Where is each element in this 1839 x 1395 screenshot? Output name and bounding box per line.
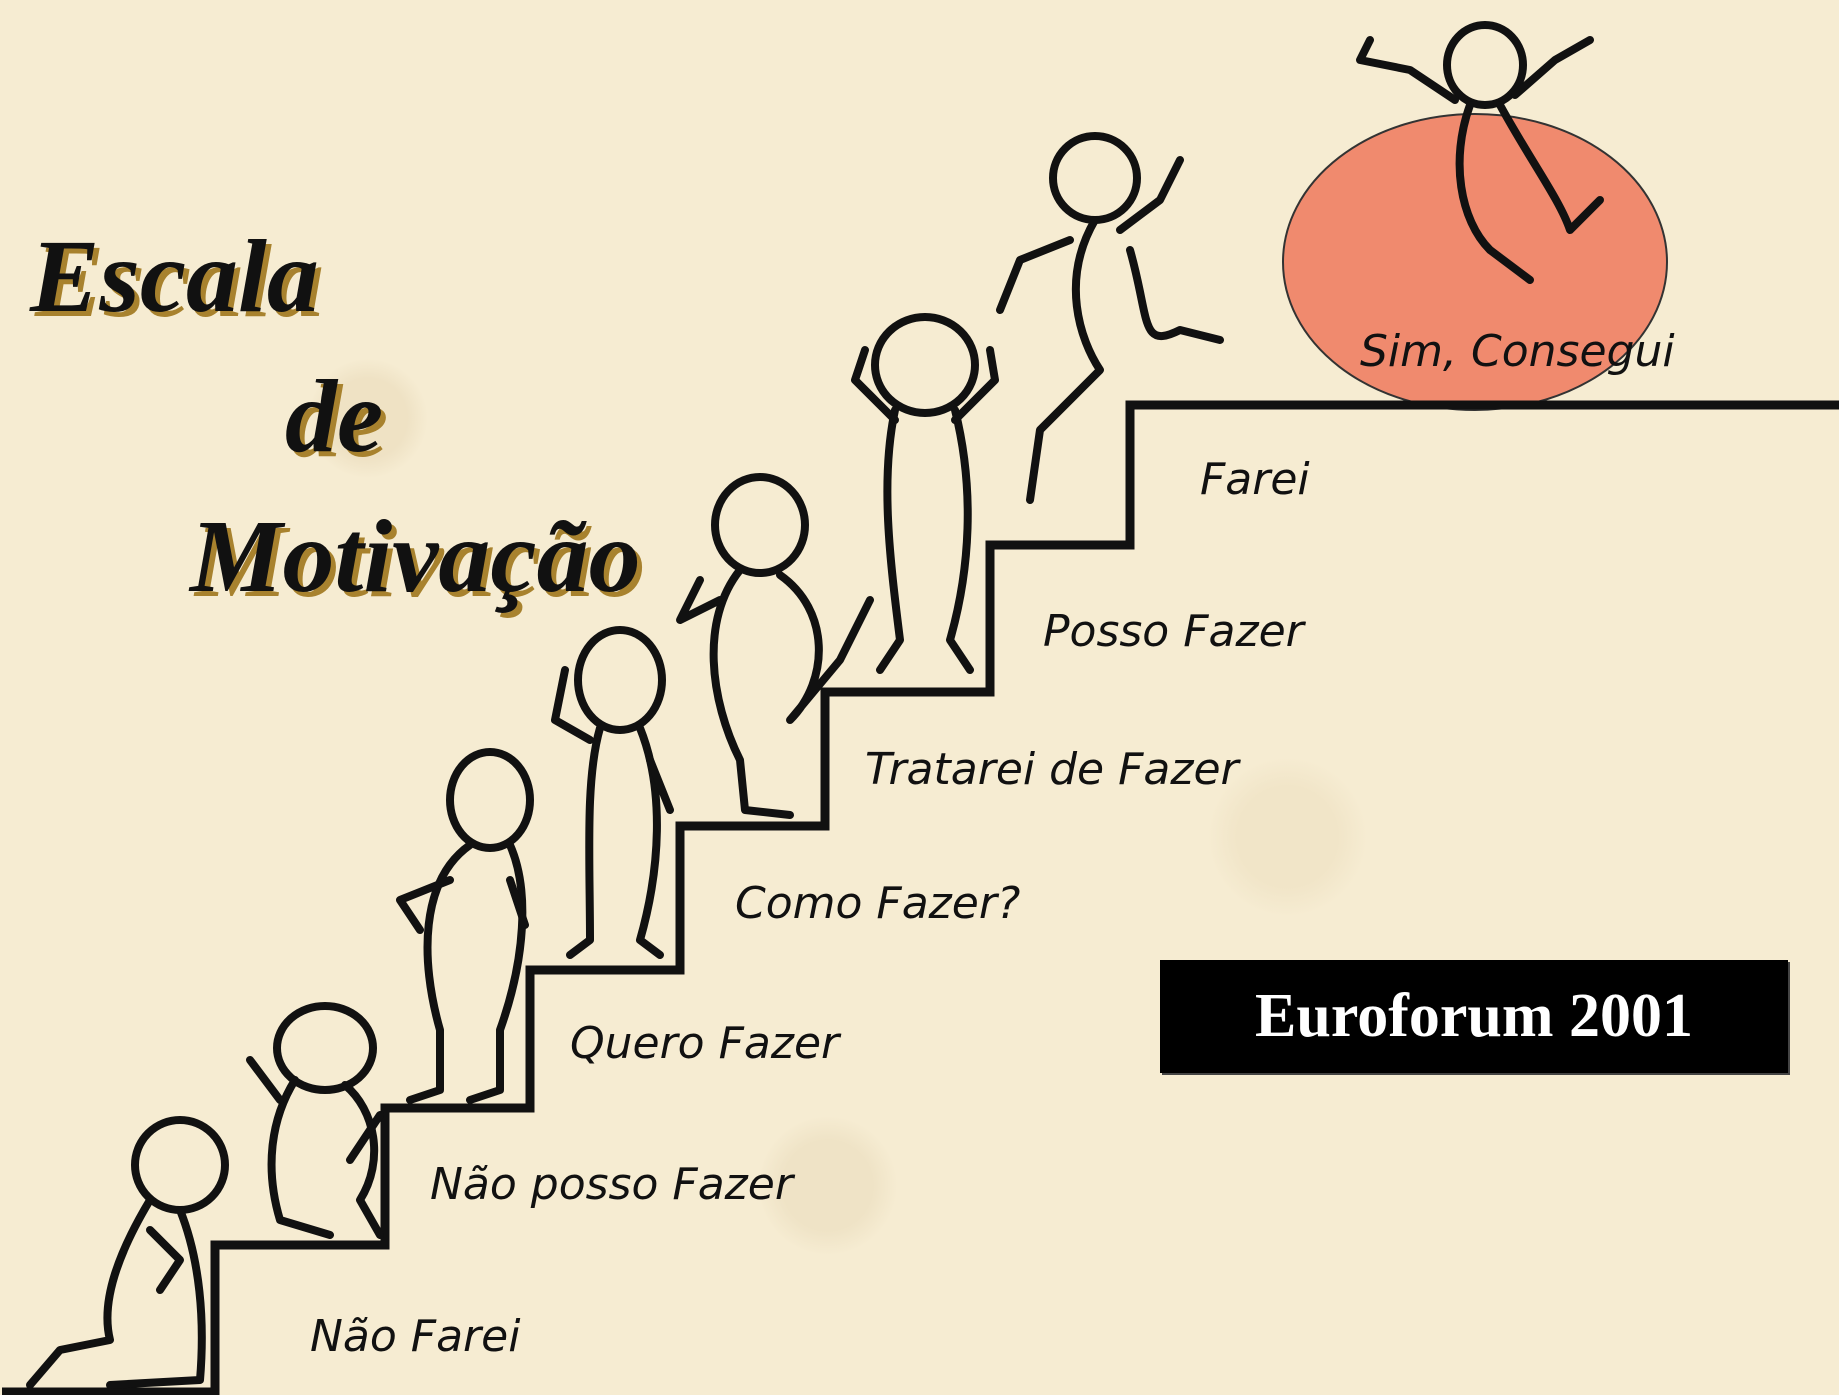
euroforum-badge: Euroforum 2001 <box>1160 960 1788 1073</box>
step-label-2: Não posso Fazer <box>430 1159 793 1210</box>
figure-6-cheering <box>851 313 999 674</box>
figure-1-sitting <box>26 1116 229 1389</box>
title-line-1: Escala <box>30 219 319 334</box>
highlight-circle <box>1282 113 1668 411</box>
title-line-2: de <box>285 359 384 474</box>
figure-3-standing <box>396 748 534 1104</box>
figure-8-celebrating <box>1356 21 1604 284</box>
figure-4-thinking <box>551 626 674 959</box>
step-label-4: Como Fazer? <box>735 878 1021 929</box>
figure-5-stepping <box>676 473 874 819</box>
step-label-8: Sim, Consegui <box>1360 326 1675 377</box>
step-label-6: Posso Fazer <box>1043 606 1304 657</box>
step-label-7: Farei <box>1200 454 1310 505</box>
staircase-outline <box>2 400 1839 1395</box>
figure-2-sitting <box>246 1002 384 1239</box>
title-line-3: Motivação <box>190 499 641 614</box>
step-label-3: Quero Fazer <box>570 1018 840 1069</box>
figure-7-jumping <box>996 132 1224 504</box>
step-label-5: Tratarei de Fazer <box>865 744 1239 795</box>
step-label-1: Não Farei <box>310 1311 521 1362</box>
